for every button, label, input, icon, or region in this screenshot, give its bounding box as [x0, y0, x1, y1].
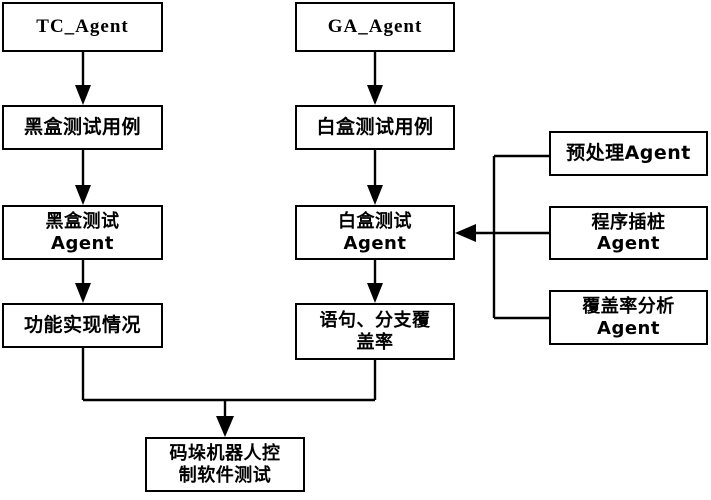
edge-right-agents-bus-to-whitebox-agent: [455, 154, 549, 320]
node-ga-agent[interactable]: GA_Agent: [295, 2, 455, 52]
node-coverage-analysis-agent[interactable]: 覆盖率分析 Agent: [549, 290, 708, 345]
edge-blackbox-cases-to-blackbox-agent: [75, 150, 91, 205]
edge-whitebox-agent-to-coverage-result: [367, 260, 383, 303]
node-blackbox-test-agent[interactable]: 黑盒测试 Agent: [2, 205, 163, 260]
edge-tc-agent-to-blackbox-cases: [75, 52, 91, 105]
node-function-realization-status[interactable]: 功能实现情况: [2, 303, 163, 348]
node-tc-agent[interactable]: TC_Agent: [2, 2, 163, 52]
edge-blackbox-agent-to-function-result: [75, 260, 91, 303]
node-preprocessing-agent[interactable]: 预处理Agent: [549, 131, 708, 176]
edge-results-merge-to-final-test: [81, 348, 377, 437]
node-whitebox-test-agent[interactable]: 白盒测试 Agent: [295, 205, 455, 260]
edge-ga-agent-to-whitebox-cases: [367, 52, 383, 105]
node-palletizing-robot-control-software-test[interactable]: 码垛机器人控 制软件测试: [145, 437, 305, 492]
node-statement-branch-coverage[interactable]: 语句、分支覆 盖率: [295, 303, 455, 360]
node-whitebox-test-cases[interactable]: 白盒测试用例: [295, 105, 455, 150]
node-program-instrumentation-agent[interactable]: 程序插桩 Agent: [549, 206, 708, 260]
node-blackbox-test-cases[interactable]: 黑盒测试用例: [2, 105, 163, 150]
edge-whitebox-cases-to-whitebox-agent: [367, 150, 383, 205]
